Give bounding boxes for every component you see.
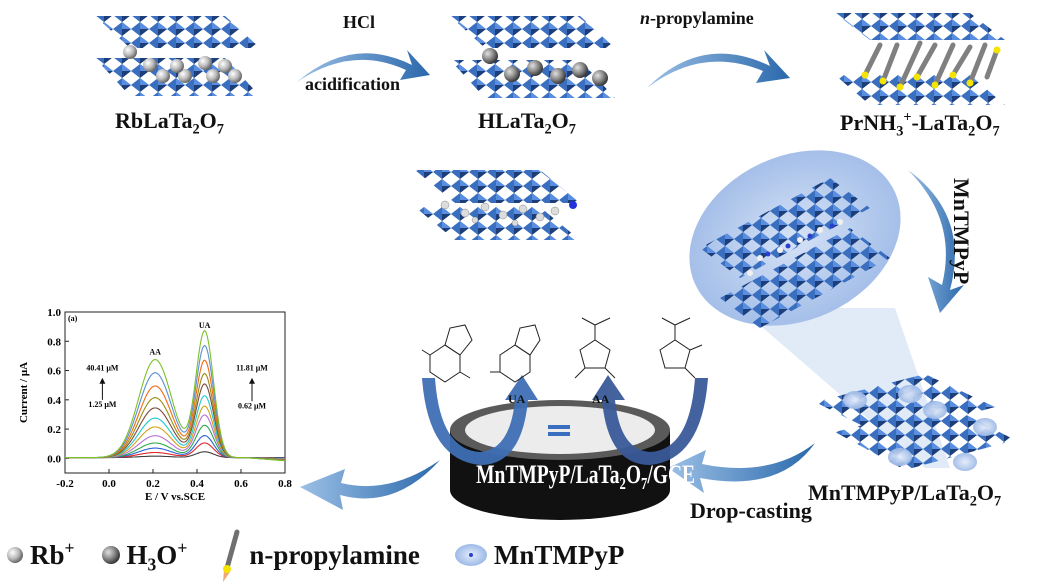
label-hlata2o7: HLaTa2O7 (478, 108, 576, 138)
arrow-to-chart (300, 460, 440, 510)
ua-peak-label: UA (199, 321, 211, 330)
hlata2o7-structure (450, 16, 615, 98)
legend-mntmpyp: MnTMPyP (454, 540, 624, 571)
x-tick-label: -0.2 (56, 478, 74, 490)
aa-high-conc-label: 40.41 μM (86, 364, 119, 373)
x-tick-label: 0.4 (190, 478, 204, 490)
series-line-c12 (65, 329, 286, 462)
label-mntmpyp-lata2o7: MnTMPyP/LaTa2O7 (808, 480, 1002, 510)
label-mntmpyp-arrow: MnTMPyP (949, 178, 974, 285)
x-tick-label: 0.8 (278, 478, 292, 490)
x-tick-label: 0.0 (102, 478, 116, 490)
rblata2o7-structure (95, 16, 260, 96)
label-drop-casting: Drop-casting (690, 498, 812, 523)
label-rblata2o7: RbLaTa2O7 (115, 108, 224, 138)
arrow-acidification (297, 50, 430, 82)
amine-heads (861, 46, 1001, 91)
label-acidification: acidification (305, 74, 400, 94)
electrode-layers (548, 425, 570, 436)
label-ua-arrow: UA (508, 392, 526, 406)
y-tick-label: 0.6 (47, 366, 61, 378)
ascorbic-acid-molecules (574, 317, 703, 379)
label-n-propylamine: n-propylamine (640, 8, 754, 28)
dpv-chart: -0.2 0.0 0.2 0.4 0.6 0.8 0.0 0.2 0.4 0.6 0.8 1.0 E /… (0, 300, 300, 530)
dpv-chart-svg: -0.2 0.0 0.2 0.4 0.6 0.8 0.0 0.2 0.4 0.6 0.8 1.0 E /… (18, 307, 292, 503)
arrow-propylamine (647, 50, 790, 88)
dark-sphere-icon (101, 546, 120, 564)
panel-label: (a) (68, 314, 78, 323)
y-tick-label: 0.0 (47, 453, 61, 465)
uric-acid-molecules (421, 324, 541, 383)
x-tick-label: 0.6 (234, 478, 248, 490)
label-prnh3-lata2o7: PrNH3+-LaTa2O7 (840, 109, 1000, 140)
ua-low-conc-label: 0.62 μM (238, 402, 267, 411)
h3o-ions (482, 48, 608, 86)
plot-frame (64, 311, 286, 474)
silver-sphere-icon (7, 547, 23, 563)
y-tick-label: 0.8 (47, 336, 61, 348)
ua-aa-arrows (422, 375, 708, 465)
legend-rb: Rb+ (6, 539, 75, 571)
x-tick-label: 0.2 (146, 478, 160, 490)
ua-high-conc-label: 11.81 μM (236, 364, 268, 373)
electrode-label: MnTMPyP/LaTa2O7/GCE (476, 460, 696, 494)
prnh3-lata2o7-structure (835, 13, 1005, 105)
y-tick-label: 0.4 (47, 395, 61, 407)
intercalated-propylamine-model (415, 170, 580, 240)
legend-propylamine: n-propylamine (219, 528, 420, 582)
porphyrin-disc-icon (454, 544, 487, 566)
y-tick-label: 0.2 (47, 424, 61, 436)
x-axis-label: E / V vs.SCE (145, 491, 205, 503)
legend-h3o: H3O+ (101, 539, 187, 573)
label-aa-arrow: AA (592, 392, 610, 406)
aa-peak-label: AA (149, 347, 161, 356)
arrow-mntmpyp (908, 170, 964, 313)
rb-ions (123, 45, 242, 83)
legend: Rb+ H3O+ n-propylamine MnTMPyP (6, 528, 624, 582)
aa-low-conc-label: 1.25 μM (88, 400, 117, 409)
mntmpyp-lata2o7-structure (815, 374, 1015, 471)
propylamine-chains (862, 40, 1000, 90)
arrow-drop-casting (668, 443, 815, 493)
label-hcl: HCl (343, 12, 376, 32)
propylamine-stick-icon (223, 529, 240, 582)
y-axis-label: Current / μA (18, 362, 30, 423)
y-tick-label: 1.0 (47, 307, 61, 319)
